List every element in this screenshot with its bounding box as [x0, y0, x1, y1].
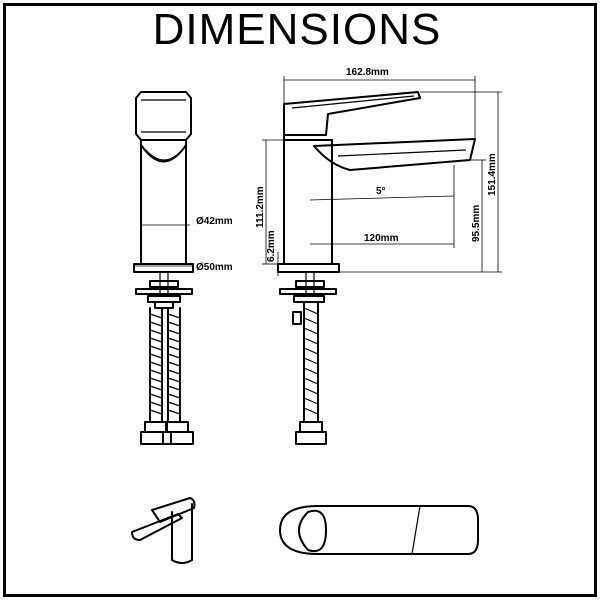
front-base [133, 263, 194, 273]
side-body [283, 139, 333, 265]
side-base [277, 263, 340, 273]
side-hose [295, 301, 327, 445]
label-overall-length: 162.8mm [346, 67, 389, 78]
label-spout-angle: 5° [376, 186, 386, 197]
label-base-diameter: Ø50mm [196, 262, 233, 273]
side-view [262, 76, 502, 445]
label-body-height: 111.2mm [255, 186, 266, 228]
label-body-diameter: Ø42mm [196, 216, 233, 227]
perspective-view [131, 497, 196, 564]
label-base-thickness: 6.2mm [266, 230, 277, 262]
page-title: DIMENSIONS [152, 5, 442, 54]
side-dimension-lines [262, 76, 502, 276]
label-spout-reach: 120mm [364, 233, 399, 244]
top-view [279, 505, 479, 555]
side-handle [283, 91, 421, 136]
front-body [140, 139, 187, 265]
label-spout-height: 95.5mm [471, 205, 482, 242]
side-spout [313, 138, 476, 171]
front-shank [135, 271, 193, 309]
front-view [133, 91, 194, 445]
side-shank [279, 271, 337, 325]
front-hoses [140, 307, 194, 445]
front-handle [135, 91, 192, 141]
label-overall-height: 151.4mm [487, 153, 498, 196]
